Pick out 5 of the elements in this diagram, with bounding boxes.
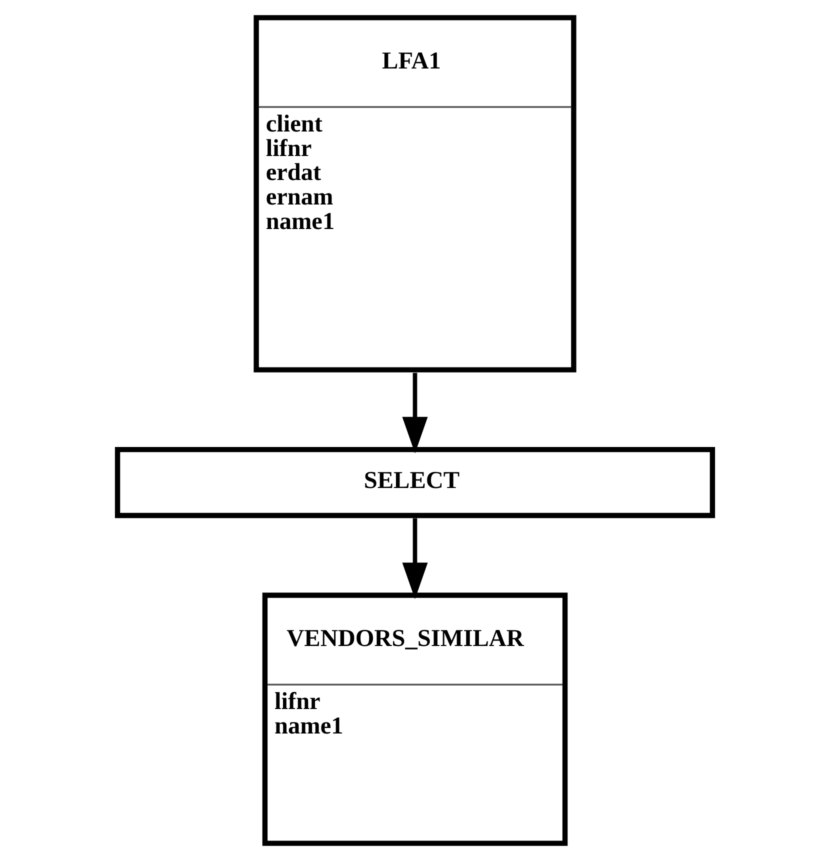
node-box: VENDORS_SIMILAR lifnr name1 bbox=[262, 592, 568, 846]
node-box: SELECT bbox=[114, 446, 716, 518]
arrow bbox=[402, 372, 428, 454]
node-box: LFA1 client lifnr erdat ernam name1 bbox=[254, 15, 576, 372]
arrow bbox=[402, 518, 428, 600]
